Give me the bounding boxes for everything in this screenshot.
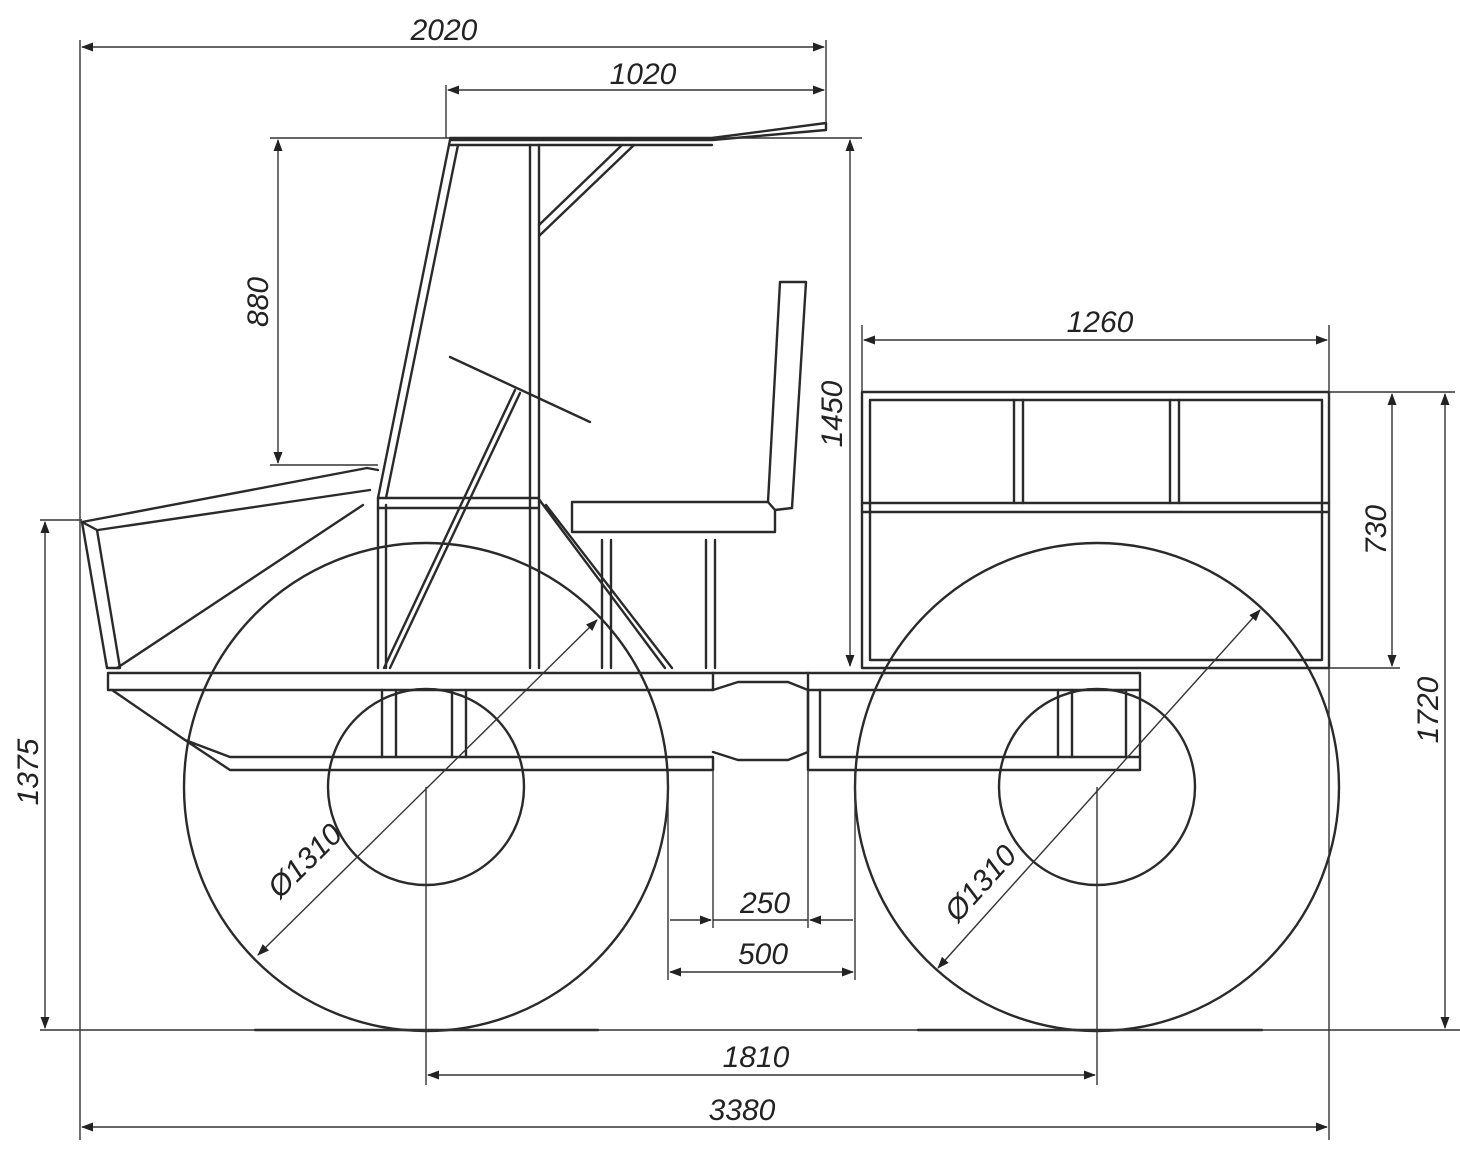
dim-label-1020: 1020 (610, 58, 677, 91)
dim-label-2020: 2020 (410, 14, 478, 47)
dim-label-250: 250 (739, 887, 790, 920)
dim-label-1260: 1260 (1067, 306, 1134, 339)
extension-lines (40, 40, 1460, 1140)
dim-label-1810: 1810 (723, 1041, 790, 1074)
dimension-labels: 2020 1020 880 1450 1260 730 1720 1375 Ø1… (12, 14, 1445, 1127)
dim-line-wheel-rear (937, 609, 1261, 969)
dim-label-730: 730 (1360, 505, 1393, 555)
dim-label-wheel-rear: Ø1310 (938, 839, 1024, 929)
cargo-box (860, 390, 1331, 670)
articulation-joint (711, 671, 810, 762)
dim-label-1720: 1720 (1412, 676, 1445, 743)
dimension-lines (40, 42, 1450, 1132)
dim-label-1375: 1375 (12, 738, 45, 805)
dim-label-3380: 3380 (709, 1094, 776, 1127)
dim-line-wheel-front (257, 619, 598, 956)
dim-label-880: 880 (242, 277, 275, 327)
vehicle-outline (80, 121, 1341, 1033)
dim-label-1450: 1450 (816, 380, 849, 447)
dim-label-500: 500 (738, 938, 788, 971)
dim-label-wheel-front: Ø1310 (261, 818, 349, 906)
